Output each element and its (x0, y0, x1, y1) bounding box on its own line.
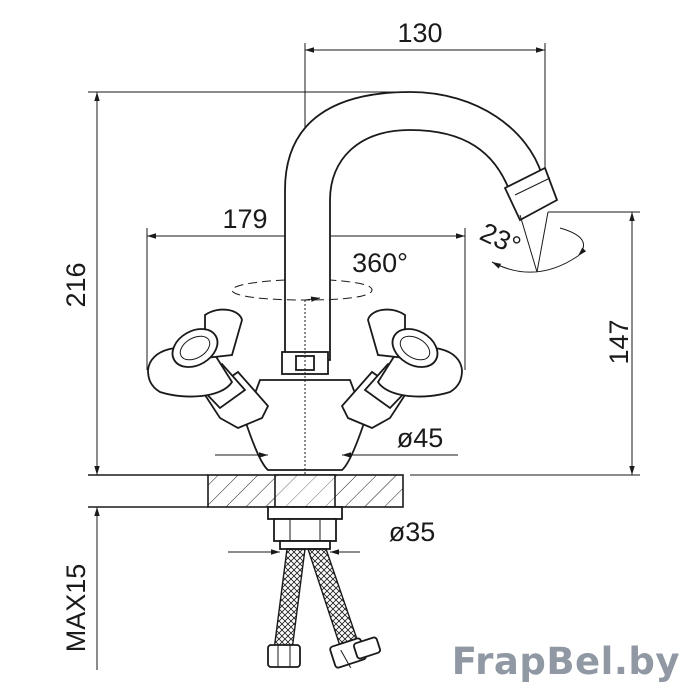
dimension-spout-height: 147 (410, 211, 640, 476)
dimension-handle-span: 179 (146, 204, 466, 370)
countertop-section (88, 474, 404, 508)
rotation-indicator: 360° (231, 248, 408, 302)
spout-height-label: 147 (604, 319, 634, 364)
dimension-spout-reach: 130 (304, 18, 546, 300)
dimension-shank-diameter: ø35 (228, 517, 436, 555)
dimension-base-diameter: ø45 (215, 423, 458, 458)
spout-angle-label: 23° (476, 217, 526, 261)
base-diameter-label: ø45 (397, 423, 444, 453)
dimension-max-thickness: MAX15 (61, 507, 100, 670)
handle-span-label: 179 (222, 204, 267, 234)
left-handle (147, 308, 270, 429)
mounting-nut (267, 506, 343, 550)
shank-diameter-label: ø35 (389, 517, 436, 547)
rotation-label: 360° (352, 248, 408, 278)
supply-hoses (267, 548, 382, 669)
dimension-spout-angle: 23° (476, 211, 587, 273)
max-thickness-label: MAX15 (61, 564, 91, 653)
right-handle (340, 308, 463, 429)
total-height-label: 216 (61, 262, 91, 307)
watermark-logo: FrapBel.by (452, 640, 680, 683)
spout-reach-label: 130 (397, 18, 442, 48)
spout (284, 91, 559, 361)
dimension-total-height: 216 (61, 91, 415, 476)
faucet-body (244, 300, 366, 475)
